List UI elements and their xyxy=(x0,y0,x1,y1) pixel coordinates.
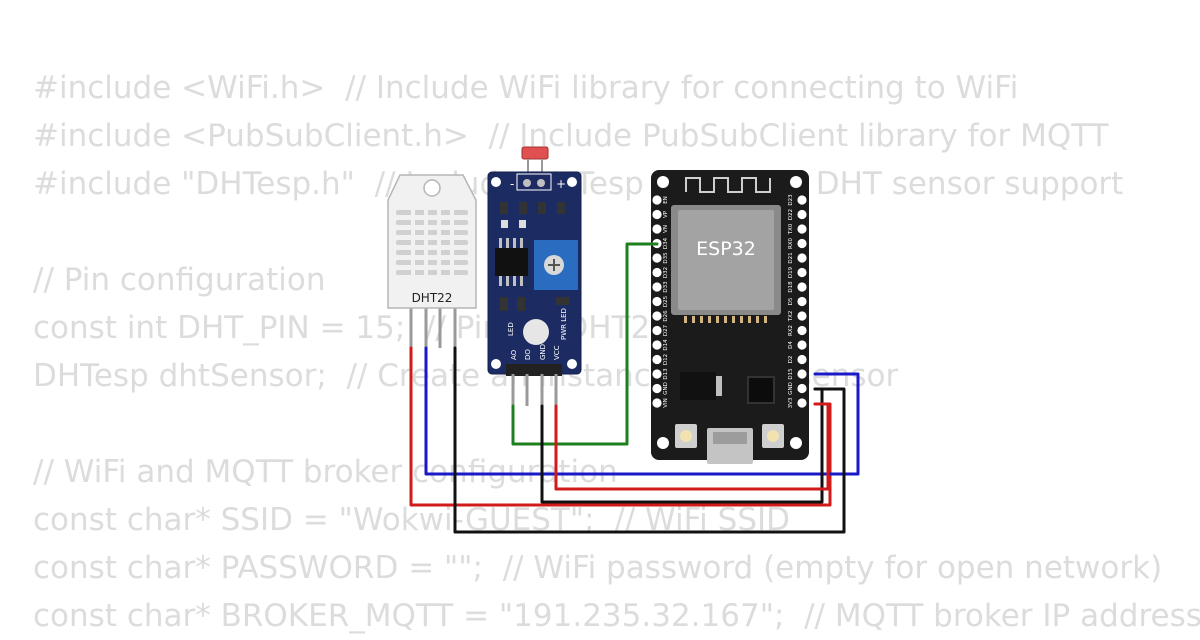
esp32-left-pin-label: D26 xyxy=(663,310,669,322)
ldr-pin-vcc-label: VCC xyxy=(553,345,561,360)
esp32-right-pin-hole[interactable] xyxy=(797,398,807,408)
ldr-module[interactable]: - + LED PWR LED AO DO xyxy=(487,146,582,406)
code-line: const char* PASSWORD = ""; // WiFi passw… xyxy=(33,550,1163,586)
ldr-pin-gnd-label: GND xyxy=(539,344,547,360)
code-background: #include <WiFi.h> // Include WiFi librar… xyxy=(33,64,1200,640)
esp32-left-pin-hole[interactable] xyxy=(652,383,662,394)
esp32-left-pin-hole[interactable] xyxy=(652,253,662,263)
wire-dht-data-blue[interactable] xyxy=(424,346,860,476)
code-line: // WiFi and MQTT broker configuration xyxy=(33,454,618,490)
ldr-pin-do-label: DO xyxy=(524,349,532,360)
esp32-board[interactable]: ESP32 ENVPVND34D35D32D33D25D26D27D14D12D… xyxy=(651,170,809,464)
wire-dht-gnd-black[interactable] xyxy=(453,346,846,534)
code-line: #include <PubSubClient.h> // Include Pub… xyxy=(33,118,1109,154)
esp32-right-pin-label: D22 xyxy=(788,209,794,220)
esp32-right-pin-label: D15 xyxy=(788,368,794,380)
esp32-left-pin-hole[interactable] xyxy=(652,354,662,365)
esp32-right-pin-hole[interactable] xyxy=(797,209,807,220)
esp32-left-pin-label: D33 xyxy=(663,281,669,293)
esp32-right-pin-label: D2 xyxy=(788,356,794,364)
esp32-right-pin-hole[interactable] xyxy=(797,354,807,365)
esp32-right-pin-label: D19 xyxy=(788,266,794,278)
esp32-right-pin-hole[interactable] xyxy=(797,195,807,205)
esp32-left-pin-label: VP xyxy=(663,210,669,218)
ldr-plus-symbol: + xyxy=(556,177,566,191)
esp32-left-pin-label: GND xyxy=(663,382,669,395)
esp32-right-pin-hole[interactable] xyxy=(797,224,807,234)
esp32-left-pin-label: D34 xyxy=(663,237,669,249)
esp32-left-pin-hole[interactable] xyxy=(652,282,662,292)
esp32-left-pin-hole[interactable] xyxy=(652,369,662,379)
esp32-right-pin-hole[interactable] xyxy=(797,282,807,292)
esp32-right-pin-label: D23 xyxy=(788,194,794,206)
esp32-left-pin-label: D32 xyxy=(663,267,669,278)
ldr-pin-ao-label: AO xyxy=(510,349,518,360)
esp32-right-pin-hole[interactable] xyxy=(797,296,807,307)
esp32-left-pin-hole[interactable] xyxy=(652,224,662,234)
esp32-left-pin-label: VIN xyxy=(663,398,669,408)
esp32-left-pin-label: D35 xyxy=(663,252,669,264)
wire-ldr-ao-green[interactable] xyxy=(511,242,659,446)
dht22-sensor[interactable]: DHT22 xyxy=(387,174,477,348)
dht22-label: DHT22 xyxy=(412,291,453,305)
ldr-pwr-led-label: PWR LED xyxy=(560,308,568,340)
esp32-right-pin-label: GND xyxy=(788,382,794,395)
esp32-right-pin-hole[interactable] xyxy=(797,369,807,379)
wire-ldr-vcc-red[interactable] xyxy=(554,402,830,491)
code-line: const char* SSID = "Wokwi-GUEST"; // WiF… xyxy=(33,502,791,538)
wire-ldr-gnd-black[interactable] xyxy=(540,387,824,504)
esp32-left-pin-hole[interactable] xyxy=(652,209,662,220)
esp32-right-pin-label: RX2 xyxy=(788,325,794,336)
esp32-right-pin-label: 3V3 xyxy=(788,397,794,408)
ldr-led-label: LED xyxy=(507,322,515,336)
esp32-left-pin-hole[interactable] xyxy=(652,267,662,278)
esp32-right-pin-label: D4 xyxy=(788,341,794,349)
esp32-label: ESP32 xyxy=(696,238,756,260)
code-line: // Pin configuration xyxy=(33,262,326,298)
esp32-left-pin-label: D12 xyxy=(663,354,669,365)
esp32-left-pin-hole[interactable] xyxy=(652,398,662,408)
esp32-right-pin-hole[interactable] xyxy=(797,253,807,263)
esp32-left-pin-label: D14 xyxy=(663,339,669,351)
esp32-right-pin-hole[interactable] xyxy=(797,311,807,321)
esp32-right-pin-label: D5 xyxy=(788,297,794,305)
esp32-left-pin-label: D27 xyxy=(663,324,669,336)
esp32-left-pin-hole[interactable] xyxy=(652,195,662,205)
esp32-left-pin-label: D13 xyxy=(663,368,669,380)
esp32-left-pin-hole[interactable] xyxy=(652,340,662,350)
esp32-right-pin-label: TX0 xyxy=(788,223,794,235)
esp32-right-pin-label: D21 xyxy=(788,252,794,263)
esp32-right-pin-hole[interactable] xyxy=(797,383,807,394)
esp32-left-pin-label: VN xyxy=(663,225,669,233)
esp32-left-pin-hole[interactable] xyxy=(652,325,662,336)
esp32-right-pin-label: RX0 xyxy=(788,237,794,249)
esp32-right-pin-label: TX2 xyxy=(788,311,794,323)
code-line: const char* BROKER_MQTT = "191.235.32.16… xyxy=(33,598,1200,634)
esp32-left-pin-hole[interactable] xyxy=(652,296,662,307)
esp32-left-pin-label: D25 xyxy=(663,295,669,307)
esp32-right-pin-hole[interactable] xyxy=(797,325,807,336)
esp32-right-pin-hole[interactable] xyxy=(797,267,807,278)
ldr-minus-symbol: - xyxy=(510,177,514,191)
esp32-right-pin-hole[interactable] xyxy=(797,340,807,350)
esp32-right-pin-hole[interactable] xyxy=(797,238,807,249)
esp32-left-pin-hole[interactable] xyxy=(652,311,662,321)
esp32-right-pin-label: D18 xyxy=(788,281,794,293)
code-line: #include <WiFi.h> // Include WiFi librar… xyxy=(33,70,1019,106)
dht22-grille xyxy=(396,203,468,278)
esp32-left-pin-label: EN xyxy=(663,196,669,204)
